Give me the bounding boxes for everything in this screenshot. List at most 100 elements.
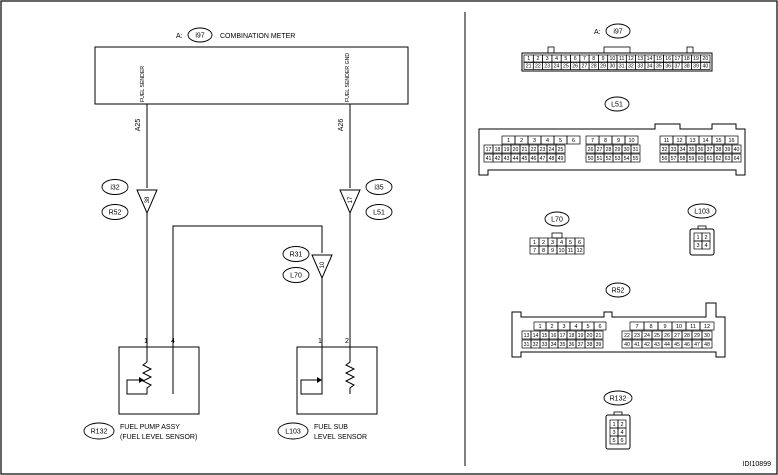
pump-name-2: (FUEL LEVEL SENSOR) (120, 434, 197, 441)
pin-number: 9 (663, 324, 666, 330)
pin-number: 4 (555, 56, 558, 62)
pin-number: 56 (662, 156, 668, 162)
pin-fuel-sender-gnd: FUEL SENDER GND (345, 53, 351, 102)
pin-number: 15 (715, 138, 721, 144)
pin-cell (574, 245, 585, 255)
sub-name-2: LEVEL SENSOR (314, 434, 367, 441)
pin-number: 25 (654, 333, 660, 339)
pin-number: 11 (664, 138, 670, 144)
pin-number: 29 (694, 333, 700, 339)
pin-number: 31 (524, 342, 530, 348)
pin-number: 8 (592, 56, 595, 62)
pin-cell (555, 144, 566, 154)
pin-number: 24 (549, 147, 555, 153)
pin-number: 11 (568, 248, 574, 254)
pin-number: 10 (609, 56, 615, 62)
pin-cell (624, 135, 639, 145)
pin-number: 48 (549, 156, 555, 162)
pump-pin-4: 4 (171, 338, 175, 345)
pin-number: 14 (702, 138, 708, 144)
l51-tag (604, 96, 630, 112)
pin-number: 38 (716, 147, 722, 153)
pin-number: 16 (728, 138, 734, 144)
l103-key (697, 225, 707, 230)
pin-number: 41 (486, 156, 492, 162)
pin-number: 1 (612, 422, 615, 428)
pin-number: 21 (596, 333, 602, 339)
tag-i32-label: i32 (110, 185, 119, 192)
i97-key-right (686, 46, 694, 54)
pin-cell (593, 321, 607, 331)
pin-number: 43 (654, 342, 660, 348)
pin-cell (630, 144, 641, 154)
meter-prefix: A: (176, 33, 183, 40)
pin-number: 30 (609, 64, 615, 70)
pin-number: 8 (604, 138, 607, 144)
pin-number: 11 (690, 324, 696, 330)
pin-number: 11 (619, 56, 624, 62)
pin-number: 8 (542, 248, 545, 254)
pin-number: 2 (704, 235, 707, 241)
tag-r52 (101, 204, 129, 220)
pin-number: 1 (696, 235, 699, 241)
pin-number: 17 (486, 147, 492, 153)
pin-number: 22 (535, 64, 541, 70)
pump-resistor-icon (126, 361, 153, 395)
pin-number: 10 (676, 324, 682, 330)
pin-number: 21 (526, 64, 532, 70)
pin-number: 26 (588, 147, 594, 153)
pin-cell (700, 54, 711, 63)
pin-number: 3 (696, 243, 699, 249)
pin-number: 31 (619, 64, 625, 70)
pin-cell (724, 135, 739, 145)
pin-number: 34 (551, 342, 557, 348)
sub-resistor-icon (344, 347, 356, 394)
pin-number: 4 (704, 243, 707, 249)
pin-number: 23 (544, 64, 550, 70)
pin-fuel-sender: FUEL SENDER (140, 66, 146, 102)
pin-number: 33 (542, 342, 548, 348)
pin-number: 13 (637, 56, 643, 62)
pin-number: 12 (676, 138, 682, 144)
splice-10 (311, 254, 333, 280)
pump-wiper-arrow-icon (139, 377, 144, 383)
pin-cell (700, 62, 711, 70)
pin-number: 37 (675, 64, 681, 70)
pin-number: 5 (564, 56, 567, 62)
tag-l70 (282, 267, 310, 283)
pin-number: 47 (540, 156, 546, 162)
splice-17 (339, 189, 361, 215)
pin-number: 33 (671, 147, 677, 153)
pin-number: 3 (551, 240, 554, 246)
pin-number: 58 (680, 156, 686, 162)
tag-i35 (365, 179, 393, 195)
tag-i32 (101, 179, 129, 195)
pin-number: 39 (693, 64, 699, 70)
pin-number: 7 (533, 248, 536, 254)
pin-number: 37 (707, 147, 713, 153)
pin-number: 47 (694, 342, 700, 348)
pin-number: 53 (615, 156, 621, 162)
pin-number: 38 (684, 64, 690, 70)
tag-l51 (365, 204, 393, 220)
wire-a25-label: A25 (135, 119, 142, 132)
l70-tag (544, 211, 570, 227)
sub-wiper-arrow-icon (317, 377, 322, 383)
pin-number: 60 (698, 156, 704, 162)
pin-number: 6 (574, 56, 577, 62)
pin-number: 26 (664, 333, 670, 339)
pin-number: 10 (558, 248, 564, 254)
meter-connector-label: i97 (195, 33, 204, 40)
pin-number: 64 (734, 156, 740, 162)
pin-number: 4 (560, 240, 563, 246)
pin-number: 1 (538, 324, 541, 330)
pin-number: 14 (533, 333, 539, 339)
pin-number: 16 (551, 333, 557, 339)
pin-number: 28 (591, 64, 597, 70)
pin-number: 35 (656, 64, 662, 70)
pin-number: 48 (704, 342, 710, 348)
tag-l103 (277, 422, 309, 440)
r132-tag-label: R132 (610, 396, 627, 403)
pin-cell (701, 330, 713, 340)
i97-tag-label: i97 (613, 29, 622, 36)
